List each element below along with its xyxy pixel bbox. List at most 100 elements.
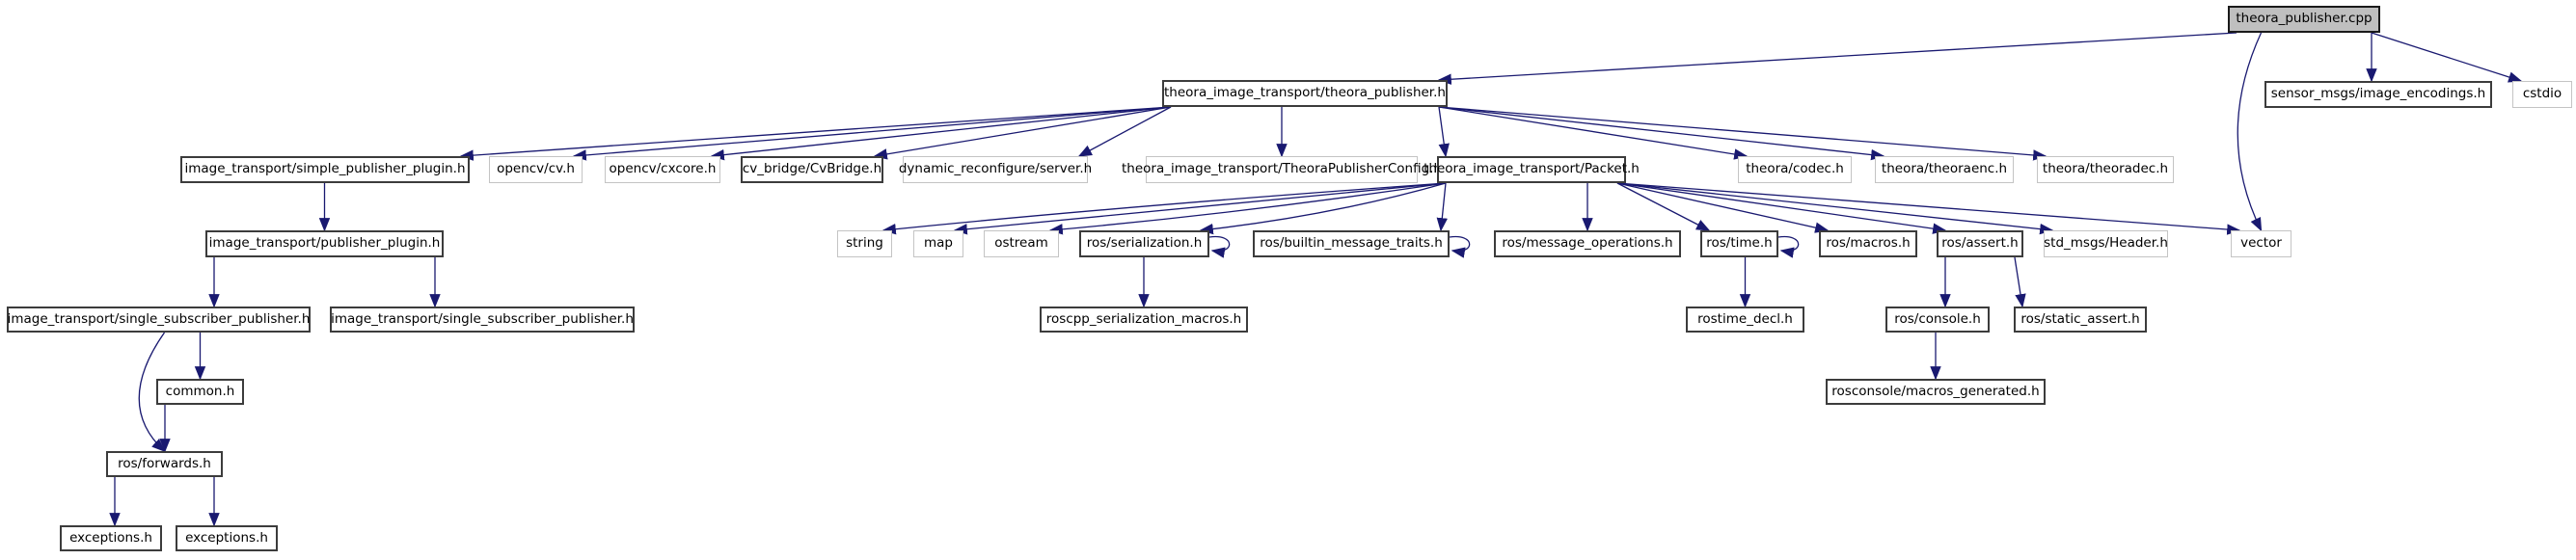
graph-node-static_assert_h[interactable]: ros/static_assert.h — [2014, 307, 2147, 333]
graph-node-vector: vector — [2231, 230, 2291, 257]
graph-edge-packet_h-to-vector — [1616, 182, 2241, 235]
graph-node-label: theora_image_transport/Packet.h — [1424, 161, 1640, 177]
graph-edge-loop-serialization_h — [1208, 235, 1231, 258]
graph-node-label: cv_bridge/CvBridge.h — [742, 161, 882, 177]
graph-edge-packet_h-to-time_h — [1616, 182, 1711, 231]
graph-node-label: dynamic_reconfigure/server.h — [898, 161, 1093, 177]
graph-node-single_subscriber_publisher_h_2[interactable]: image_transport/single_subscriber_publis… — [330, 307, 635, 333]
graph-node-console_h[interactable]: ros/console.h — [1885, 307, 1990, 333]
graph-node-rostime_decl_h[interactable]: rostime_decl.h — [1686, 307, 1804, 333]
graph-node-label: cstdio — [2522, 86, 2562, 102]
graph-node-theora_publisher_h[interactable]: theora_image_transport/theora_publisher.… — [1162, 80, 1448, 107]
graph-node-label: ros/builtin_message_traits.h — [1260, 235, 1443, 252]
graph-node-label: image_transport/single_subscriber_publis… — [7, 310, 311, 327]
graph-edge-theora_publisher_h-to-opencv_cxcore_h — [710, 106, 1172, 161]
graph-edge-theora_publisher_h-to-theora_theoradec_h — [1438, 106, 2047, 161]
graph-node-label: sensor_msgs/image_encodings.h — [2270, 86, 2486, 102]
graph-node-label: theora/theoraenc.h — [1881, 161, 2008, 177]
graph-edge-theora_publisher_h-to-theora_codec_h — [1438, 106, 1749, 160]
graph-node-label: string — [846, 235, 883, 252]
graph-node-forwards_h[interactable]: ros/forwards.h — [106, 451, 223, 477]
graph-node-label: ros/time.h — [1706, 235, 1773, 252]
graph-node-cv_bridge_h[interactable]: cv_bridge/CvBridge.h — [741, 156, 883, 183]
graph-edge-theora_publisher_cpp-to-vector — [2237, 32, 2263, 232]
graph-node-string: string — [837, 230, 892, 257]
graph-node-label: ros/forwards.h — [118, 455, 211, 471]
graph-node-theora_theoraenc_h: theora/theoraenc.h — [1875, 156, 2014, 183]
graph-node-opencv_cv_h: opencv/cv.h — [489, 156, 583, 183]
graph-node-label: std_msgs/Header.h — [2044, 235, 2168, 252]
graph-node-dynamic_reconfigure_server_h: dynamic_reconfigure/server.h — [899, 156, 1092, 183]
graph-edge-loop-time_h — [1777, 235, 1800, 258]
graph-node-message_operations_h[interactable]: ros/message_operations.h — [1494, 230, 1681, 257]
graph-node-macros_h[interactable]: ros/macros.h — [1819, 230, 1917, 257]
graph-node-label: ros/assert.h — [1941, 235, 2019, 252]
graph-node-label: rosconsole/macros_generated.h — [1831, 383, 2040, 399]
graph-node-label: exceptions.h — [185, 529, 268, 546]
graph-node-label: theora/codec.h — [1746, 161, 1844, 177]
graph-node-serialization_h[interactable]: ros/serialization.h — [1079, 230, 1209, 257]
graph-node-time_h[interactable]: ros/time.h — [1700, 230, 1778, 257]
graph-node-opencv_cxcore_h: opencv/cxcore.h — [605, 156, 720, 183]
graph-node-simple_publisher_plugin_h[interactable]: image_transport/simple_publisher_plugin.… — [180, 156, 470, 183]
graph-node-label: opencv/cxcore.h — [609, 161, 717, 177]
graph-node-packet_h[interactable]: theora_image_transport/Packet.h — [1424, 156, 1640, 183]
graph-edge-single_subscriber_publisher_h_1-to-forwards_h — [138, 332, 166, 452]
graph-node-label: ostream — [994, 235, 1048, 252]
graph-node-label: common.h — [165, 383, 235, 399]
graph-edge-theora_publisher_h-to-cv_bridge_h — [873, 106, 1172, 160]
graph-node-label: image_transport/publisher_plugin.h — [208, 235, 441, 252]
graph-node-label: theora_image_transport/TheoraPublisherCo… — [1121, 161, 1443, 177]
graph-node-builtin_message_traits_h[interactable]: ros/builtin_message_traits.h — [1253, 230, 1450, 257]
graph-edge-theora_publisher_h-to-opencv_cv_h — [572, 106, 1172, 161]
graph-node-theora_publisher_cpp: theora_publisher.cpp — [2228, 6, 2380, 33]
graph-node-single_subscriber_publisher_h_1[interactable]: image_transport/single_subscriber_publis… — [7, 307, 311, 333]
graph-edge-loop-builtin_message_traits_h — [1449, 235, 1471, 258]
graph-edge-theora_publisher_h-to-packet_h — [1438, 106, 1450, 158]
graph-node-label: image_transport/single_subscriber_publis… — [331, 310, 634, 327]
graph-edge-theora_publisher_h-to-dynamic_reconfigure_server_h — [1077, 106, 1172, 157]
graph-node-publisher_plugin_h[interactable]: image_transport/publisher_plugin.h — [205, 230, 444, 257]
graph-edge-packet_h-to-std_msgs_header_h — [1616, 182, 2054, 235]
graph-node-ostream: ostream — [984, 230, 1059, 257]
graph-node-map: map — [913, 230, 963, 257]
graph-node-label: ros/static_assert.h — [2020, 310, 2140, 327]
graph-node-theora_theoradec_h: theora/theoradec.h — [2037, 156, 2174, 183]
graph-node-label: theora/theoradec.h — [2042, 161, 2169, 177]
graph-node-label: ros/console.h — [1894, 310, 1981, 327]
graph-edge-packet_h-to-macros_h — [1616, 182, 1830, 233]
graph-node-label: image_transport/simple_publisher_plugin.… — [184, 161, 466, 177]
graph-node-label: roscpp_serialization_macros.h — [1045, 310, 1242, 327]
graph-node-theora_codec_h: theora/codec.h — [1738, 156, 1852, 183]
graph-edge-theora_publisher_cpp-to-cstdio — [2371, 32, 2523, 83]
graph-node-std_msgs_header_h: std_msgs/Header.h — [2044, 230, 2168, 257]
graph-node-exceptions_h_1[interactable]: exceptions.h — [60, 525, 162, 551]
graph-edge-theora_publisher_h-to-theora_theoraenc_h — [1438, 106, 1885, 161]
graph-edge-packet_h-to-builtin_message_traits_h — [1436, 182, 1448, 232]
graph-node-label: vector — [2240, 235, 2282, 252]
graph-node-rosconsole_macros_generated_h[interactable]: rosconsole/macros_generated.h — [1826, 379, 2046, 405]
graph-node-common_h[interactable]: common.h — [156, 379, 244, 405]
graph-node-roscpp_serialization_macros_h[interactable]: roscpp_serialization_macros.h — [1040, 307, 1248, 333]
graph-node-label: ros/serialization.h — [1086, 235, 1203, 252]
graph-edge-packet_h-to-ostream — [1048, 182, 1447, 235]
graph-node-label: map — [924, 235, 953, 252]
graph-node-label: theora_publisher.cpp — [2236, 11, 2373, 27]
graph-node-label: exceptions.h — [69, 529, 152, 546]
graph-edge-packet_h-to-serialization_h — [1199, 182, 1447, 235]
graph-node-assert_h[interactable]: ros/assert.h — [1937, 230, 2023, 257]
graph-node-exceptions_h_2[interactable]: exceptions.h — [176, 525, 278, 551]
graph-node-label: theora_image_transport/theora_publisher.… — [1164, 85, 1446, 101]
graph-node-label: opencv/cv.h — [497, 161, 575, 177]
graph-node-label: rostime_decl.h — [1697, 310, 1793, 327]
graph-edge-theora_publisher_cpp-to-theora_publisher_h — [1437, 32, 2237, 85]
graph-edge-theora_publisher_h-to-simple_publisher_plugin_h — [459, 106, 1172, 161]
graph-node-cstdio: cstdio — [2512, 81, 2572, 108]
graph-node-label: ros/macros.h — [1826, 235, 1911, 252]
graph-edge-packet_h-to-map — [953, 182, 1447, 235]
graph-edge-assert_h-to-static_assert_h — [2014, 256, 2026, 308]
graph-node-image_encodings_h[interactable]: sensor_msgs/image_encodings.h — [2264, 81, 2492, 108]
